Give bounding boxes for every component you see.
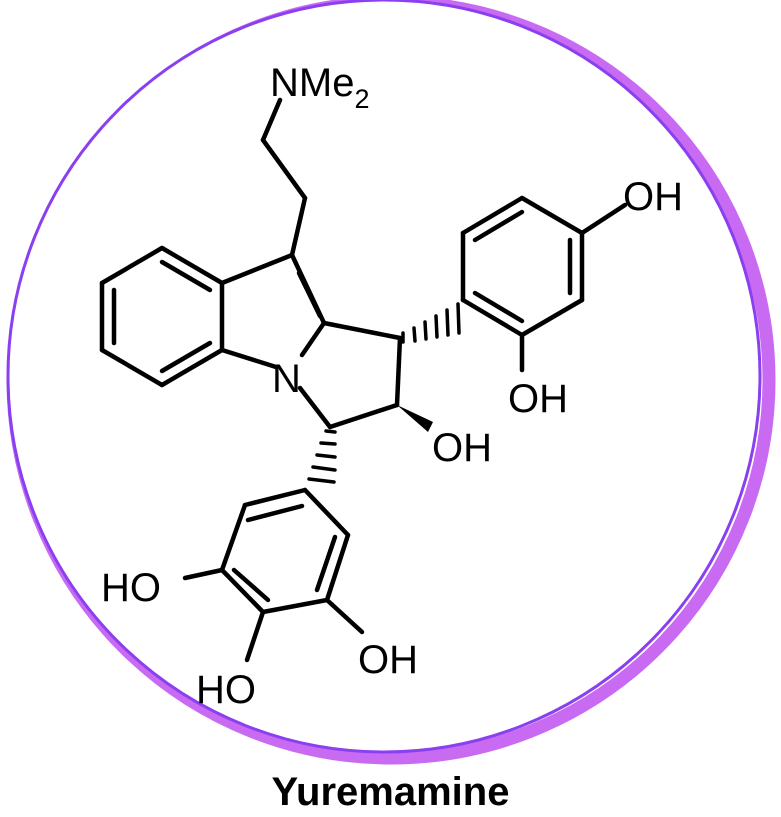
hydroxyl-label-bottom-left: HO bbox=[196, 668, 256, 712]
wedge-bond-oh bbox=[397, 405, 433, 432]
hydroxyl-label-right-mid: OH bbox=[508, 377, 568, 421]
benzo-ring-bonds bbox=[99, 245, 225, 388]
side-chain-bonds bbox=[260, 97, 308, 258]
stereo-bonds bbox=[307, 302, 461, 484]
ring-nitrogen-label: N bbox=[272, 357, 301, 401]
bottom-aryl-ring-bonds bbox=[182, 487, 365, 663]
hydroxyl-label-left: HO bbox=[101, 566, 161, 610]
frame-circle bbox=[6, 0, 762, 754]
right-aryl-ring-bonds bbox=[460, 195, 628, 373]
amine-label: NMe2 bbox=[270, 61, 369, 114]
hydroxyl-label-center: OH bbox=[432, 426, 492, 470]
hydroxyl-label-top-right: OH bbox=[623, 175, 683, 219]
pyrrolidine-ring-bonds bbox=[297, 320, 403, 430]
pyrrole-ring-bonds bbox=[219, 252, 327, 370]
hydroxyl-label-bottom-right: OH bbox=[358, 638, 418, 682]
compound-name: Yuremamine bbox=[271, 770, 510, 814]
